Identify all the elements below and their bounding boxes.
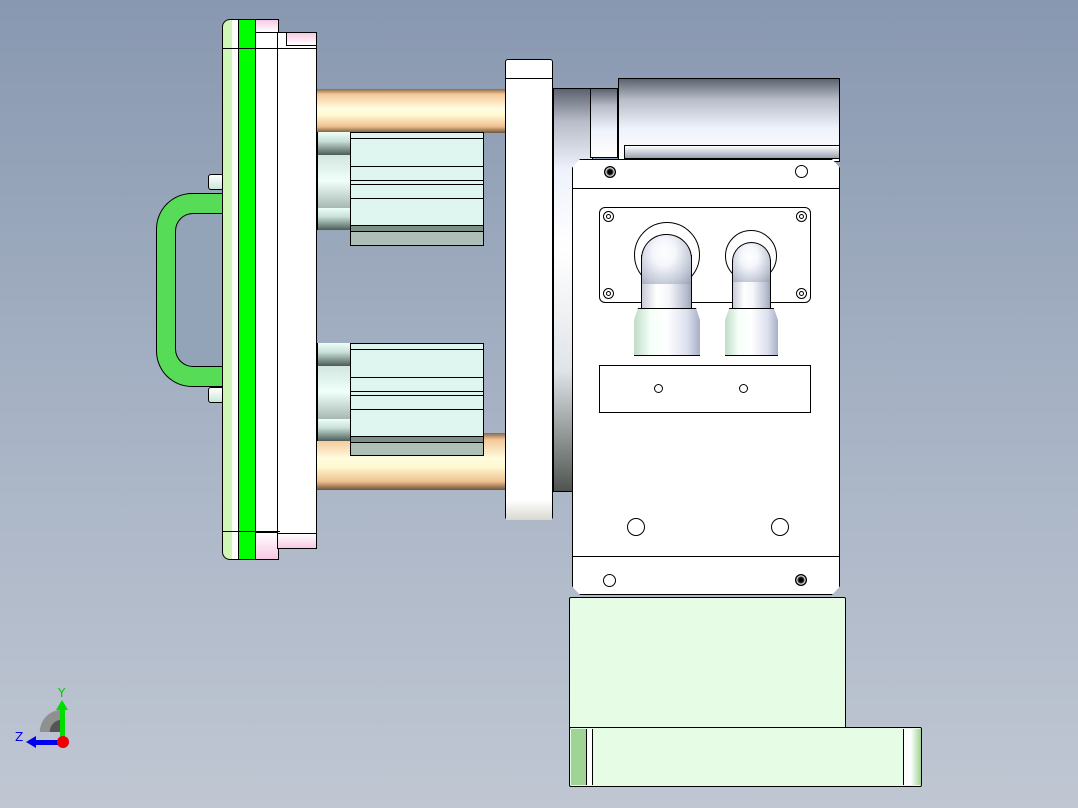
motor-collar[interactable] xyxy=(590,88,618,158)
cylinder-mount-plate-bottom xyxy=(277,533,317,549)
base-foot-end-left xyxy=(571,729,587,785)
front-plate-green-layer[interactable] xyxy=(238,19,256,560)
pneumatic-cylinder-bottom[interactable] xyxy=(316,343,486,456)
port-plate[interactable] xyxy=(599,207,811,303)
front-plate-white-layer[interactable] xyxy=(255,19,279,560)
x-axis-origin-icon xyxy=(57,736,69,748)
label-plate[interactable] xyxy=(599,365,811,413)
y-axis-arrow-icon xyxy=(60,708,65,738)
label-plate-hole-right xyxy=(739,384,748,393)
pipe-sleeve-right xyxy=(725,308,778,356)
cylinder-mount-plate-top xyxy=(286,32,317,46)
triad-z-label: Z xyxy=(15,730,24,744)
screw-top-left xyxy=(604,166,616,178)
port-plate-screw-tr xyxy=(796,211,807,222)
cylinder-mount-plate[interactable] xyxy=(277,32,317,549)
z-axis-arrow-icon xyxy=(34,740,62,745)
handle-opening xyxy=(175,213,225,367)
port-plate-screw-bl xyxy=(603,288,614,299)
mounting-flange[interactable] xyxy=(505,59,553,520)
mount-hole-right xyxy=(771,518,789,536)
base-foot-end-right xyxy=(903,729,921,785)
port-plate-screw-tl xyxy=(603,211,614,222)
base-bracket-upright[interactable] xyxy=(569,597,846,730)
guide-rod-top[interactable] xyxy=(316,89,506,133)
mount-hole-left xyxy=(627,518,645,536)
hole-top-right xyxy=(795,165,808,178)
base-bracket-foot[interactable] xyxy=(569,727,922,787)
front-plate-pink-top xyxy=(255,19,279,33)
label-plate-hole-left xyxy=(654,384,663,393)
pneumatic-cylinder-top[interactable] xyxy=(316,132,486,246)
screw-bottom-right xyxy=(795,574,807,586)
reference-triad[interactable]: Y Z xyxy=(12,686,76,752)
front-plate-pink-bottom xyxy=(255,532,279,560)
port-plate-screw-br xyxy=(796,288,807,299)
pipe-sleeve-left xyxy=(634,308,700,356)
triad-y-label: Y xyxy=(58,686,66,700)
hole-bottom-left xyxy=(603,574,616,587)
